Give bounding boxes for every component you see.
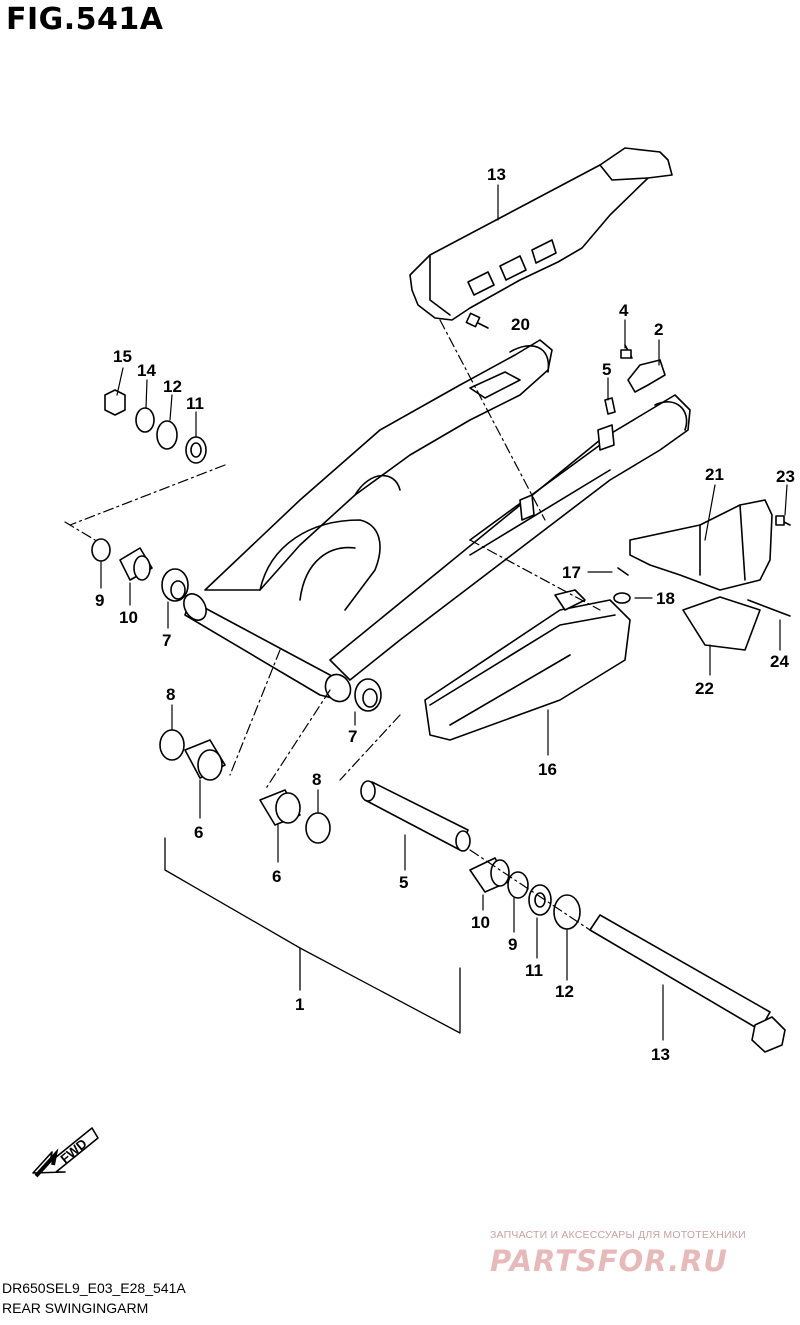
part-label: 4 xyxy=(619,301,629,320)
part-label: 8 xyxy=(312,770,321,789)
part-number-labels: 13 20 4 2 5 15 14 12 11 9 10 7 8 7 6 8 6… xyxy=(95,165,795,1064)
part-label: 9 xyxy=(95,591,104,610)
part-label: 7 xyxy=(348,727,357,746)
part-label: 12 xyxy=(163,377,182,396)
part-label: 6 xyxy=(194,823,203,842)
pivot-bushings-drawing xyxy=(159,678,382,844)
part-label: 18 xyxy=(656,589,675,608)
part-label: 12 xyxy=(555,982,574,1001)
part-label: 21 xyxy=(705,465,724,484)
part-label: 11 xyxy=(525,961,543,980)
watermark-logo-text: PARTSFOR.RU xyxy=(490,1244,728,1278)
part-label: 10 xyxy=(119,608,138,627)
footer-code: DR650SEL9_E03_E28_541A xyxy=(2,1280,186,1296)
part-label: 10 xyxy=(471,913,490,932)
swingarm-drawing xyxy=(183,339,691,703)
chain-guard-drawing xyxy=(409,147,673,321)
part-label: 11 xyxy=(186,394,204,413)
part-label: 23 xyxy=(776,467,795,486)
part-label: 5 xyxy=(399,873,408,892)
part-label: 22 xyxy=(695,679,714,698)
part-label: 13 xyxy=(487,165,506,184)
part-label: 6 xyxy=(272,867,281,886)
part-label: 17 xyxy=(562,563,581,582)
part-label: 20 xyxy=(511,315,530,334)
part-label: 15 xyxy=(113,347,132,366)
fwd-arrow-icon: FWD xyxy=(32,1127,99,1178)
watermark-logo: PARTSFOR.RU xyxy=(490,1244,728,1278)
bracket-drawing xyxy=(613,499,791,651)
part-label: 2 xyxy=(654,320,663,339)
part-label: 1 xyxy=(295,995,304,1014)
part-label: 13 xyxy=(651,1045,670,1064)
part-label: 5 xyxy=(602,360,611,379)
part-label: 9 xyxy=(508,935,517,954)
part-label: 14 xyxy=(137,361,156,380)
chain-buffer-drawing xyxy=(424,589,631,741)
figure-title: FIG.541A xyxy=(6,2,164,37)
chain-adjuster-drawing xyxy=(604,344,666,415)
part-label: 24 xyxy=(770,652,789,671)
watermark-subtitle: ЗАПЧАСТИ И АКСЕССУАРЫ ДЛЯ МОТОТЕХНИКИ xyxy=(490,1229,746,1241)
part-label: 8 xyxy=(166,685,175,704)
bolt-20-drawing xyxy=(465,312,489,329)
part-label: 7 xyxy=(162,631,171,650)
left-lower-bushing-stack xyxy=(91,538,189,602)
footer-title: REAR SWINGINGARM xyxy=(2,1300,149,1316)
part-label: 16 xyxy=(538,760,557,779)
pivot-shaft-drawing xyxy=(360,780,786,1053)
